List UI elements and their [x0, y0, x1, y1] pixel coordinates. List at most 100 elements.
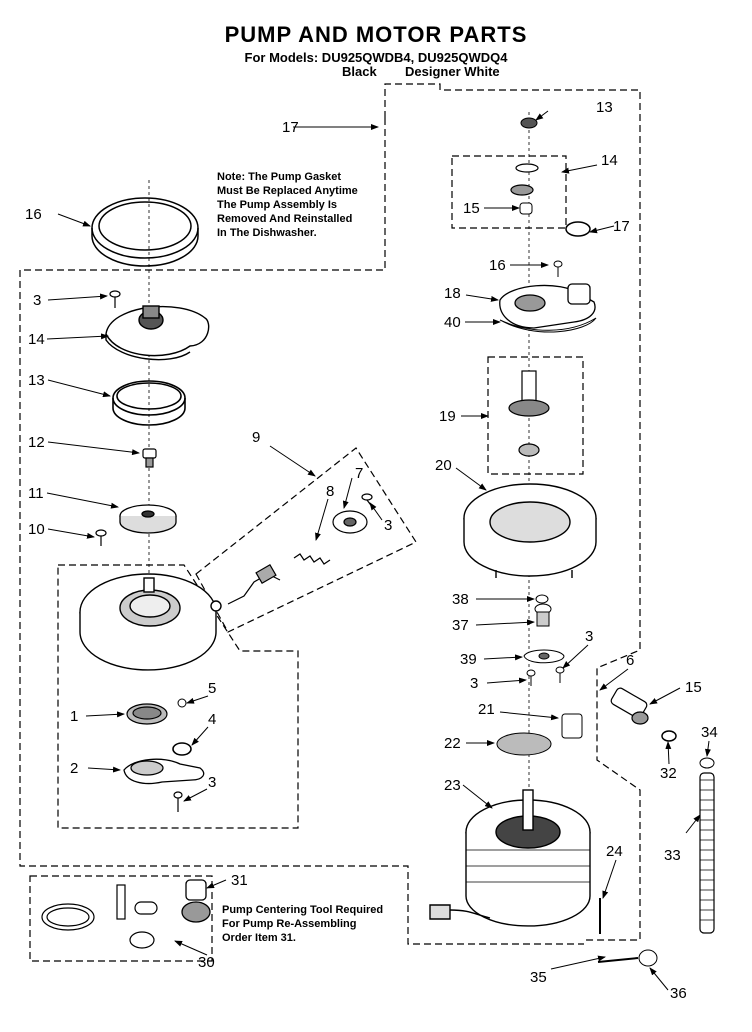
callout-3-right-b: 3 [585, 628, 593, 645]
lower-pump-outline [57, 564, 299, 829]
callout-4: 4 [208, 711, 216, 728]
callout-6: 6 [626, 652, 634, 669]
model-numbers: For Models: DU925QWDB4, DU925QWDQ4 [244, 50, 508, 65]
clamp-32 [661, 730, 677, 742]
callout-38: 38 [452, 591, 469, 608]
callout-5: 5 [208, 680, 216, 697]
callout-17: 17 [282, 119, 299, 136]
callout-37: 37 [452, 617, 469, 634]
callout-10: 10 [28, 521, 45, 538]
callout-19: 14 [601, 152, 618, 169]
kit-30-parts [41, 884, 158, 949]
hose-connector-15 [610, 687, 649, 725]
callout-labels: 13 14 15 17 16 18 40 19 20 38 37 39 3 3 … [25, 99, 718, 1002]
note-line: Note: The Pump Gasket [217, 171, 342, 183]
seal-18 [520, 117, 538, 129]
seal-ring-13 [112, 380, 186, 426]
callout-20: 15 [463, 200, 480, 217]
drain-hose-33 [699, 772, 715, 934]
motor-28 [429, 789, 591, 927]
variant-designer-white: Designer White [405, 64, 500, 79]
note-line: Order Item 31. [222, 932, 296, 944]
pump-cover-14 [105, 305, 210, 361]
callout-2: 2 [70, 760, 78, 777]
callout-23: 18 [444, 285, 461, 302]
connector-26 [561, 713, 583, 739]
callout-16: 16 [25, 206, 42, 223]
callout-11: 11 [28, 485, 44, 502]
callout-3-top: 3 [33, 292, 41, 309]
pump-gasket-note: Note: The Pump Gasket Must Be Replaced A… [217, 170, 358, 240]
callout-32: 32 [660, 765, 677, 782]
assembly-outlines [19, 83, 641, 962]
callout-35: 35 [530, 969, 547, 986]
plate-39 [523, 649, 565, 664]
o-ring-4 [172, 742, 192, 756]
seal-40 [499, 317, 597, 333]
callout-39: 39 [460, 651, 477, 668]
callout-31: 31 [231, 872, 248, 889]
clamp-34 [699, 757, 715, 769]
callout-36: 36 [670, 985, 687, 1002]
bolt-12 [142, 448, 157, 468]
ball-5 [177, 698, 187, 708]
rod-35 [597, 957, 639, 963]
callout-24: 19 [439, 408, 456, 425]
note-line: Must Be Replaced Anytime [217, 185, 358, 197]
item-19-group-box [451, 155, 567, 229]
bracket-2 [123, 758, 205, 785]
callout-22: 17 [613, 218, 630, 235]
callout-26: 21 [478, 701, 495, 718]
callout-25: 20 [435, 457, 452, 474]
callout-9: 9 [252, 429, 260, 446]
callout-8: 8 [326, 483, 334, 500]
callout-28: 23 [444, 777, 461, 794]
o-ring-38 [535, 594, 549, 604]
callout-3-right-a: 3 [470, 675, 478, 692]
filter-1 [126, 703, 168, 725]
callout-3-bottom: 3 [208, 774, 216, 791]
callout-3-diverter: 3 [384, 517, 392, 534]
note-line: For Pump Re-Assembling [222, 918, 357, 930]
housing-cover-23 [499, 283, 596, 329]
gasket-22 [565, 221, 591, 237]
screw-3-top [109, 290, 121, 308]
screw-3-diverter [361, 493, 374, 509]
screw-10 [95, 529, 107, 546]
pump-gasket-16 [91, 197, 199, 267]
motor-mount-25 [463, 483, 597, 578]
callout-21: 16 [489, 257, 506, 274]
clip-parts-19 [510, 163, 539, 196]
spring-8 [293, 553, 331, 565]
callout-13: 13 [28, 372, 45, 389]
seal-37 [534, 603, 552, 627]
screws-3-right [526, 666, 565, 686]
note-line: The Pump Assembly Is [217, 199, 338, 211]
centering-tool-note: Pump Centering Tool Required For Pump Re… [222, 903, 383, 945]
callout-34: 34 [701, 724, 718, 741]
pump-assembly-outline [19, 118, 584, 945]
callout-29: 24 [606, 843, 623, 860]
impeller-11 [119, 504, 177, 534]
callout-33: 33 [664, 847, 681, 864]
callout-7: 7 [355, 465, 363, 482]
diagram-title: PUMP AND MOTOR PARTS [224, 22, 528, 47]
callout-30: 30 [198, 954, 215, 971]
screw-21 [553, 260, 563, 277]
callout-15: 15 [685, 679, 702, 696]
shaft-part-24 [508, 370, 550, 457]
item-30-kit-box [29, 875, 213, 962]
note-line: Pump Centering Tool Required [222, 904, 384, 916]
note-line: In The Dishwasher. [217, 227, 317, 239]
callout-18: 13 [596, 99, 613, 116]
knob-36 [638, 949, 658, 967]
slinger-27 [496, 732, 552, 756]
note-line: Removed And Reinstalled [217, 213, 353, 225]
bushing-20 [519, 202, 533, 215]
callout-1: 1 [70, 708, 78, 725]
callout-27: 22 [444, 735, 461, 752]
leader-arrows [46, 110, 711, 991]
right-assembly-outline [384, 83, 641, 941]
valve-stem [227, 573, 281, 605]
